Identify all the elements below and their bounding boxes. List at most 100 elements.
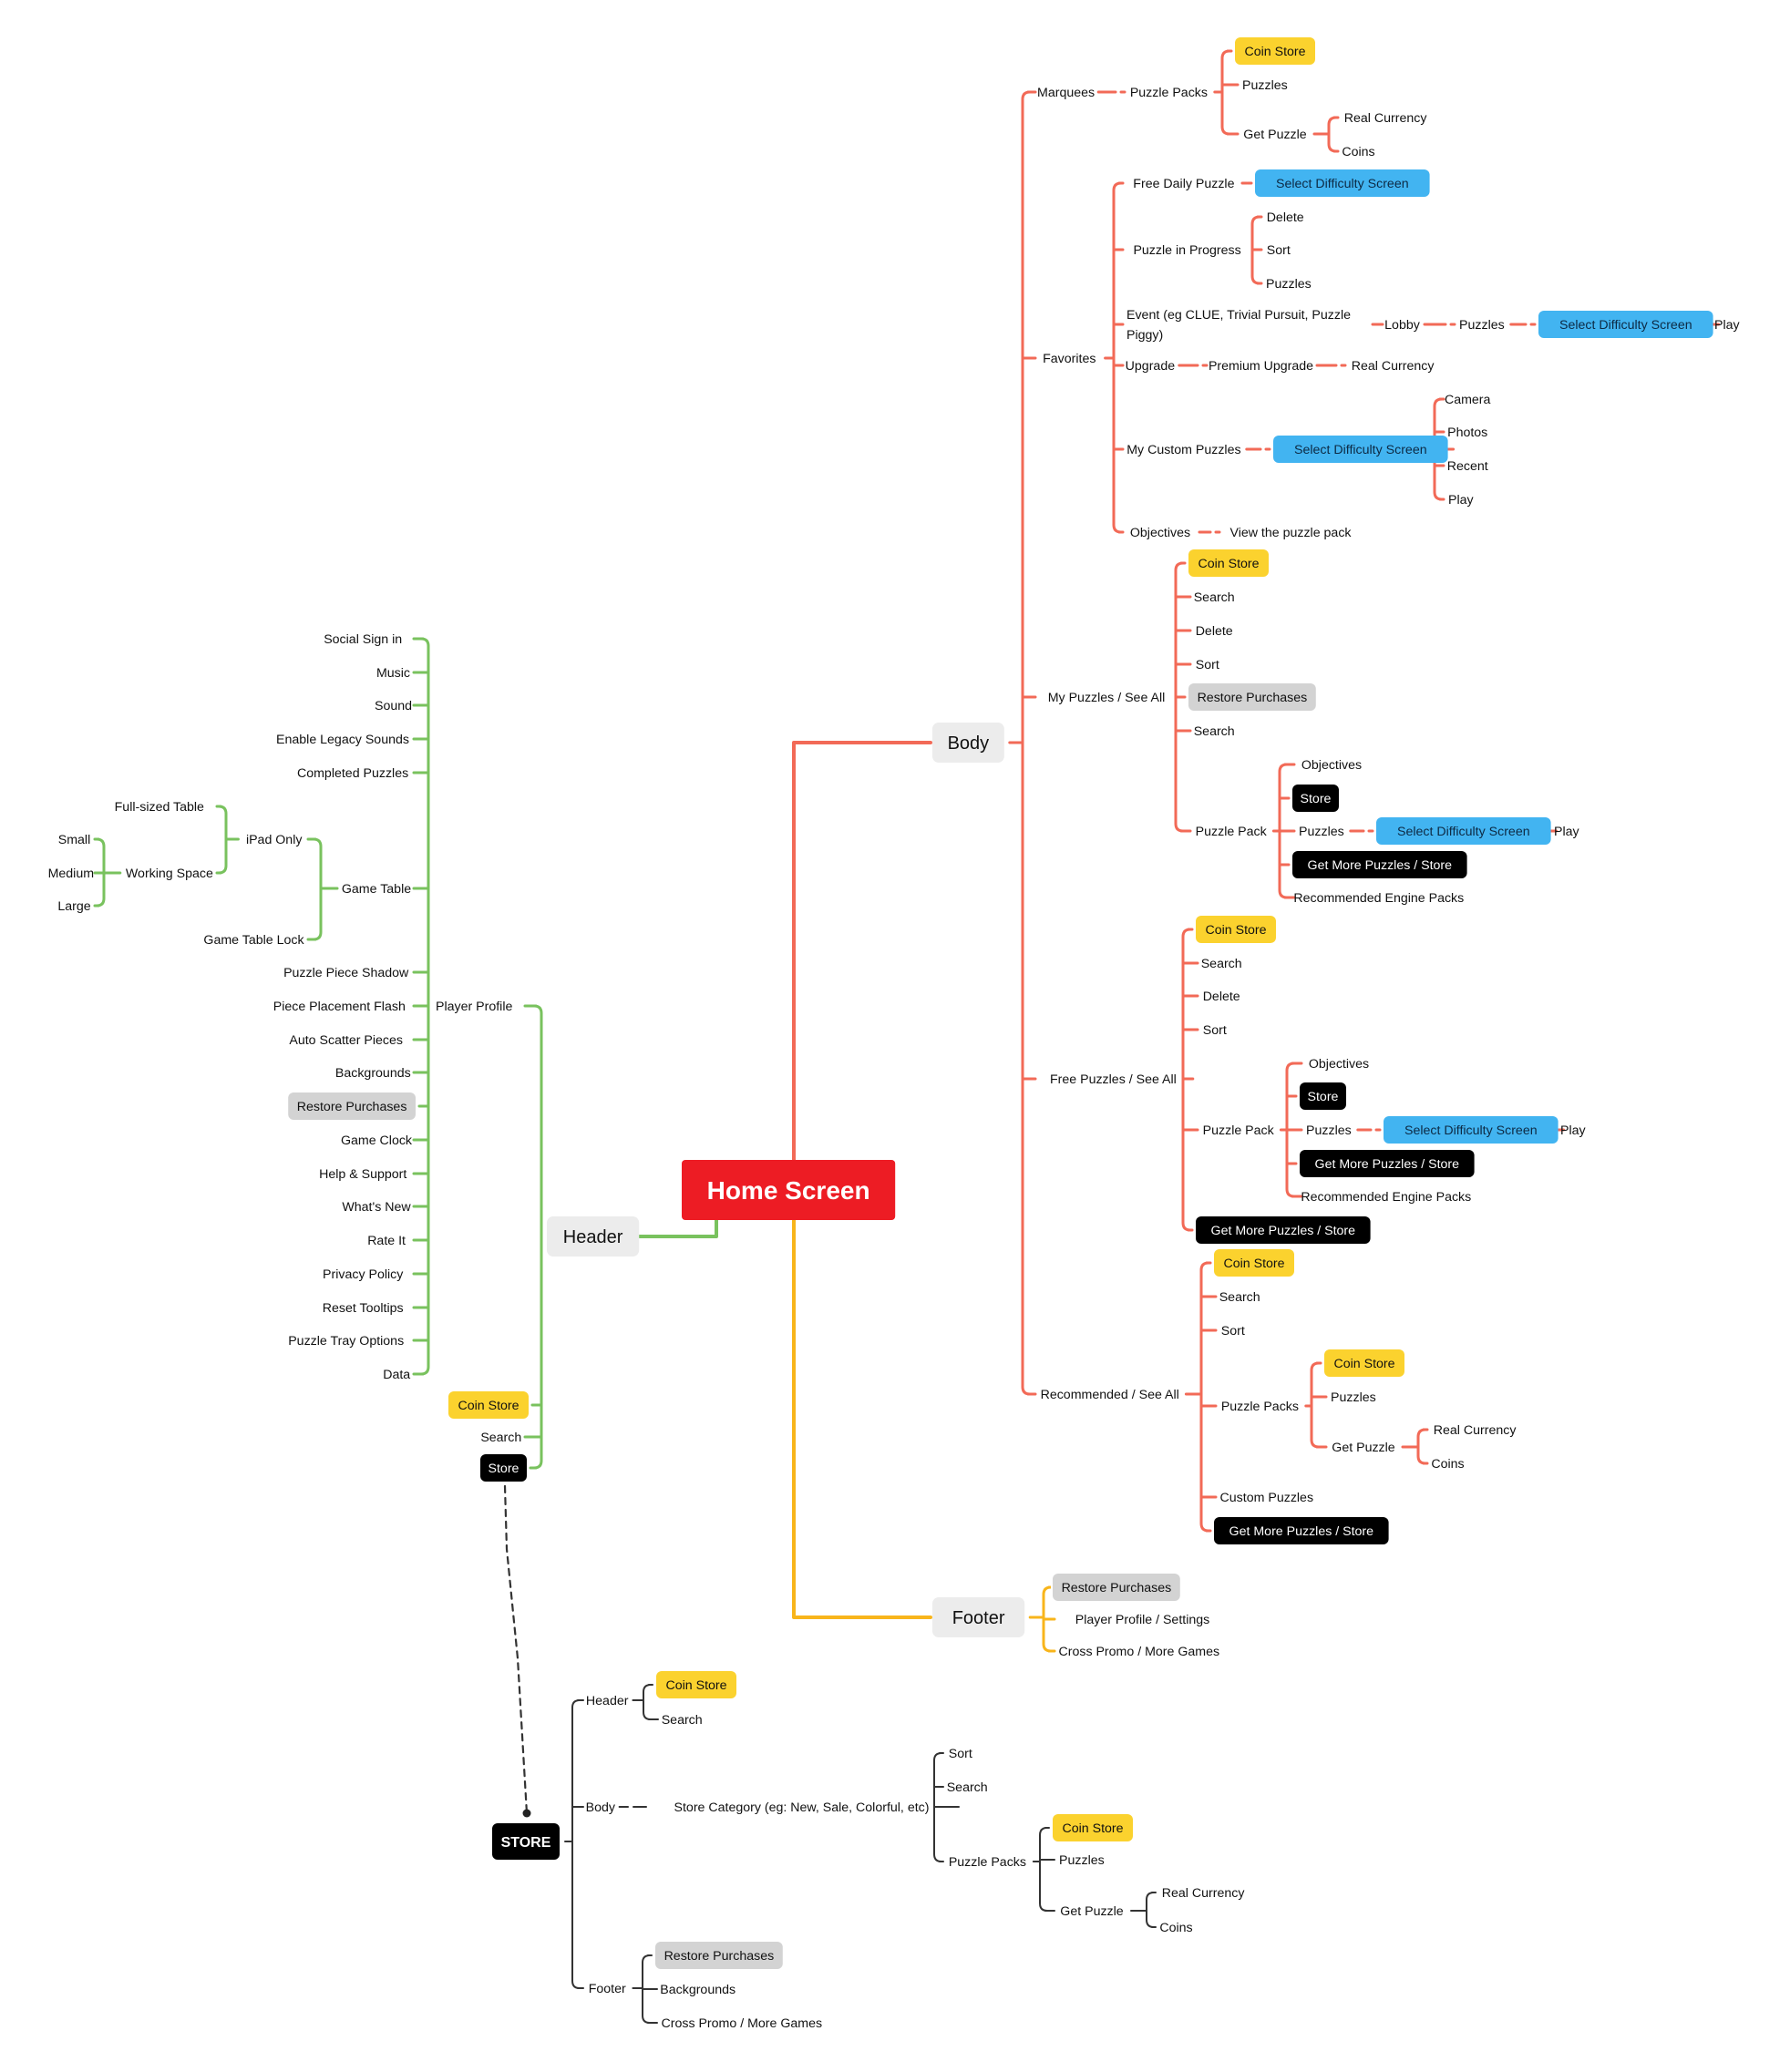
node-music: Music	[376, 666, 410, 681]
node-free-daily-puzzle: Free Daily Puzzle	[1133, 177, 1234, 191]
node-search: Search	[662, 1713, 703, 1728]
node-search: Search	[480, 1431, 521, 1445]
node-help-support: Help & Support	[319, 1167, 406, 1182]
dashed-link-endpoint	[522, 1809, 531, 1818]
node-puzzle-in-progress-label: Puzzle in Progress	[1133, 243, 1240, 258]
node-header-background	[547, 1216, 640, 1257]
node-restore-purchases-label: Restore Purchases	[297, 1100, 407, 1114]
node-search-label: Search	[1201, 957, 1242, 971]
node-sort-label: Sort	[1203, 1023, 1227, 1038]
node-get-more-puzzles-store: Get More Puzzles / Store	[1196, 1216, 1371, 1244]
node-player-profile-settings-label: Player Profile / Settings	[1075, 1613, 1209, 1627]
node-small: Small	[58, 833, 90, 847]
node-reset-tooltips-label: Reset Tooltips	[323, 1301, 404, 1316]
node-coins-label: Coins	[1431, 1457, 1464, 1472]
node-puzzle-tray-options-label: Puzzle Tray Options	[288, 1334, 404, 1349]
node-get-more-puzzles-store: Get More Puzzles / Store	[1214, 1517, 1389, 1544]
node-premium-upgrade-label: Premium Upgrade	[1209, 359, 1313, 374]
node-restore-purchases-label: Restore Purchases	[664, 1949, 775, 1964]
node-restore-purchases: Restore Purchases	[655, 1942, 783, 1969]
node-game-table-lock: Game Table Lock	[203, 933, 304, 948]
node-delete: Delete	[1196, 624, 1233, 639]
node-view-the-puzzle-pack-label: View the puzzle pack	[1229, 526, 1352, 540]
node-sort: Sort	[1221, 1324, 1245, 1339]
node-play-label: Play	[1714, 318, 1741, 333]
node-sort-label: Sort	[1267, 243, 1291, 258]
node-play: Play	[1714, 318, 1741, 333]
node-play-label: Play	[1560, 1123, 1587, 1138]
node-puzzle-packs-label: Puzzle Packs	[949, 1855, 1026, 1870]
node-get-more-puzzles-store-label: Get More Puzzles / Store	[1308, 858, 1453, 873]
node-store-label: STORE	[501, 1835, 551, 1851]
node-footer-label: Footer	[589, 1982, 626, 1996]
node-body-background	[932, 723, 1004, 763]
node-header: Header	[586, 1694, 629, 1708]
node-restore-purchases-background	[1188, 683, 1316, 711]
node-what-s-new-label: What's New	[342, 1200, 411, 1215]
node-store-background	[480, 1454, 527, 1482]
node-coin-store-background	[1196, 916, 1276, 943]
node-objectives-label: Objectives	[1130, 526, 1190, 540]
node-puzzles-label: Puzzles	[1306, 1123, 1352, 1138]
node-select-difficulty-screen: Select Difficulty Screen	[1384, 1116, 1559, 1144]
node-store-background	[492, 1823, 560, 1860]
node-store-background	[1292, 785, 1339, 812]
node-privacy-policy: Privacy Policy	[323, 1267, 404, 1282]
node-photos-label: Photos	[1447, 426, 1487, 440]
node-real-currency-label: Real Currency	[1352, 359, 1435, 374]
node-search-label: Search	[662, 1713, 703, 1728]
node-sound: Sound	[375, 699, 412, 713]
node-small-label: Small	[58, 833, 90, 847]
node-home-screen-background	[682, 1160, 896, 1220]
node-sort-label: Sort	[949, 1747, 972, 1761]
node-coin-store-background	[1214, 1249, 1294, 1277]
node-coin-store: Coin Store	[1214, 1249, 1294, 1277]
node-recent-label: Recent	[1447, 459, 1488, 474]
node-play: Play	[1554, 825, 1580, 839]
node-select-difficulty-screen: Select Difficulty Screen	[1255, 169, 1430, 197]
node-search-label: Search	[947, 1780, 988, 1795]
node-coins-label: Coins	[1342, 145, 1374, 159]
node-auto-scatter-pieces: Auto Scatter Pieces	[289, 1033, 403, 1048]
node-free-daily-puzzle-label: Free Daily Puzzle	[1133, 177, 1234, 191]
node-real-currency-label: Real Currency	[1162, 1886, 1246, 1901]
node-header-label: Header	[586, 1694, 629, 1708]
node-search-label: Search	[480, 1431, 521, 1445]
node-coin-store: Coin Store	[1235, 37, 1315, 65]
node-coin-store: Coin Store	[1324, 1349, 1404, 1377]
node-backgrounds: Backgrounds	[660, 1983, 736, 1997]
node-cross-promo-more-games-label: Cross Promo / More Games	[1058, 1645, 1219, 1659]
node-coin-store-label: Coin Store	[1244, 45, 1305, 59]
node-lobby-label: Lobby	[1384, 318, 1421, 333]
bracket-get-puzzle	[1146, 1892, 1155, 1928]
node-coin-store: Coin Store	[1188, 549, 1269, 577]
node-puzzles: Puzzles	[1266, 277, 1312, 292]
node-select-difficulty-screen-background	[1538, 311, 1713, 338]
node-coin-store-background	[656, 1671, 736, 1698]
node-free-puzzles-see-all: Free Puzzles / See All	[1050, 1072, 1177, 1087]
node-enable-legacy-sounds: Enable Legacy Sounds	[276, 733, 409, 747]
node-real-currency-label: Real Currency	[1434, 1423, 1517, 1438]
node-social-sign-in-label: Social Sign in	[324, 632, 402, 647]
node-game-table-label: Game Table	[342, 882, 411, 897]
node-coin-store: Coin Store	[1196, 916, 1276, 943]
node-piece-placement-flash: Piece Placement Flash	[273, 1000, 406, 1014]
node-sort-label: Sort	[1221, 1324, 1245, 1339]
node-puzzle-piece-shadow: Puzzle Piece Shadow	[283, 966, 409, 980]
node-select-difficulty-screen-label: Select Difficulty Screen	[1397, 825, 1530, 839]
node-header: Header	[547, 1216, 640, 1257]
node-working-space: Working Space	[126, 867, 213, 881]
node-select-difficulty-screen-label: Select Difficulty Screen	[1404, 1123, 1538, 1138]
node-footer: Footer	[589, 1982, 626, 1996]
node-privacy-policy-label: Privacy Policy	[323, 1267, 404, 1282]
node-help-support-label: Help & Support	[319, 1167, 406, 1182]
node-get-more-puzzles-store-label: Get More Puzzles / Store	[1211, 1224, 1356, 1238]
node-body-label: Body	[948, 733, 990, 754]
node-player-profile-settings: Player Profile / Settings	[1075, 1613, 1209, 1627]
node-play-label: Play	[1554, 825, 1580, 839]
node-puzzle-pack: Puzzle Pack	[1203, 1123, 1275, 1138]
node-sound-label: Sound	[375, 699, 412, 713]
node-game-clock-label: Game Clock	[341, 1133, 413, 1148]
